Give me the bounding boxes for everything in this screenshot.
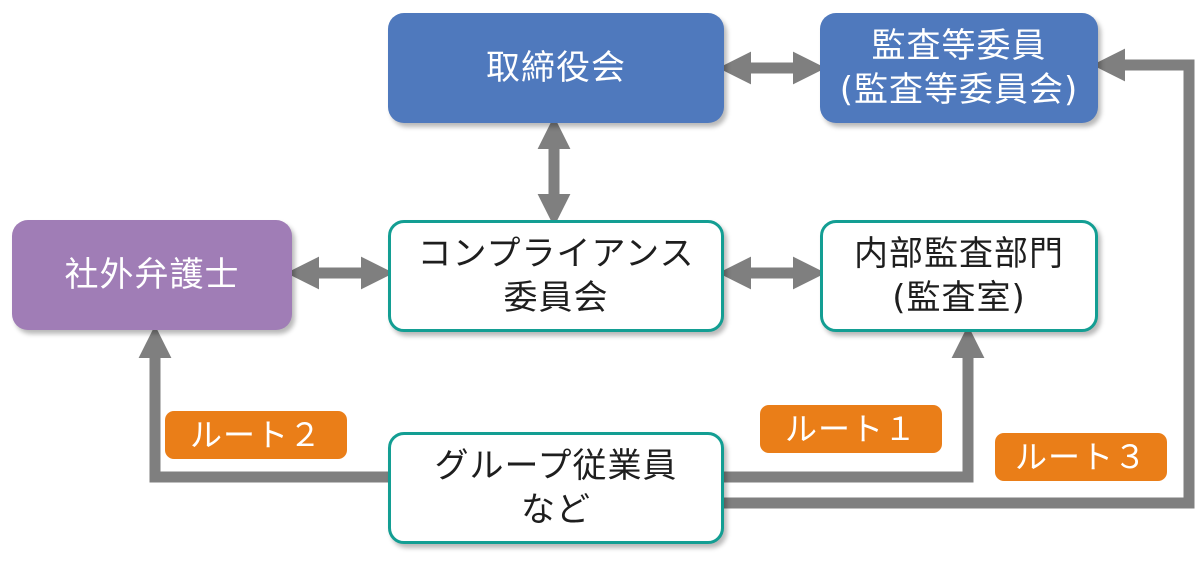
audit-committee-box: 監査等委員 (監査等委員会) (820, 13, 1098, 123)
board-of-directors-box: 取締役会 (388, 13, 724, 123)
audit-committee-label: 監査等委員 (871, 26, 1047, 66)
group-employees-sublabel: など (521, 490, 591, 530)
internal-audit-box: 内部監査部門 (監査室) (820, 220, 1098, 332)
external-lawyer-box: 社外弁護士 (12, 220, 292, 330)
external-lawyer-label: 社外弁護士 (64, 255, 240, 295)
route2-badge: ルート２ (165, 411, 347, 459)
group-employees-box: グループ従業員 など (388, 432, 724, 544)
group-employees-label: グループ従業員 (434, 446, 678, 486)
route3-badge: ルート３ (995, 433, 1167, 481)
compliance-committee-sublabel: 委員会 (503, 278, 609, 318)
board-of-directors-label: 取締役会 (486, 48, 626, 88)
compliance-committee-box: コンプライアンス 委員会 (388, 220, 724, 332)
route2-connector (138, 325, 388, 483)
compliance-committee-label: コンプライアンス (417, 234, 695, 274)
audit-committee-sublabel: (監査等委員会) (839, 70, 1079, 110)
route1-connector (724, 325, 985, 483)
internal-audit-sublabel: (監査室) (892, 278, 1026, 318)
route3-connector (724, 48, 1195, 509)
route1-badge: ルート１ (760, 405, 942, 453)
internal-audit-label: 内部監査部門 (854, 234, 1064, 274)
